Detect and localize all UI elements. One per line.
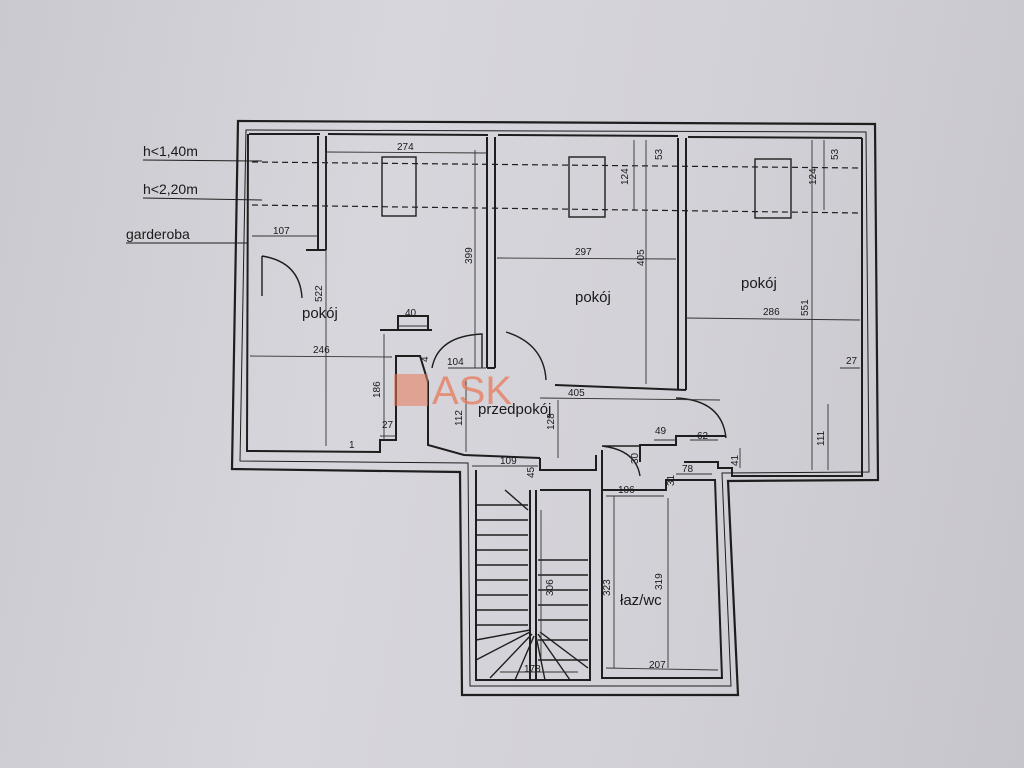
legend-height-220: h<2,20m bbox=[143, 181, 198, 197]
dim-53-mid: 53 bbox=[654, 148, 665, 160]
dim-522: 522 bbox=[314, 285, 325, 302]
dim-30: 30 bbox=[630, 452, 641, 464]
doors bbox=[261, 255, 727, 477]
stairs bbox=[475, 489, 589, 681]
dim-106: 106 bbox=[618, 485, 635, 496]
dim-112: 112 bbox=[454, 410, 465, 426]
dim-27-right: 27 bbox=[846, 356, 858, 367]
dim-109: 109 bbox=[500, 456, 517, 467]
dim-107: 107 bbox=[273, 226, 290, 237]
dim-62: 62 bbox=[697, 431, 709, 442]
dim-1: 1 bbox=[349, 440, 355, 451]
dim-399: 399 bbox=[464, 247, 475, 264]
dim-323: 323 bbox=[602, 579, 613, 596]
skylight-mid bbox=[568, 156, 606, 218]
dim-124-right: 124 bbox=[808, 168, 819, 185]
dim-31: 31 bbox=[666, 474, 677, 486]
dim-49: 49 bbox=[655, 426, 667, 437]
dim-207: 207 bbox=[649, 660, 666, 671]
dim-297: 297 bbox=[575, 247, 592, 258]
legend-height-140: h<1,40m bbox=[143, 143, 198, 159]
dim-246: 246 bbox=[313, 345, 330, 356]
dim-53-right: 53 bbox=[830, 148, 841, 160]
room-label-lazienka: łaz/wc bbox=[620, 592, 662, 609]
room-label-pokoj-right: pokój bbox=[741, 275, 777, 292]
dim-45: 45 bbox=[526, 466, 537, 478]
dim-551: 551 bbox=[800, 299, 811, 316]
room-label-przedpokoj: przedpokój bbox=[478, 401, 551, 418]
legend-lines bbox=[126, 159, 263, 244]
dim-41: 41 bbox=[730, 454, 741, 466]
height-lines bbox=[251, 161, 861, 214]
dim-104: 104 bbox=[447, 357, 464, 368]
skylight-left bbox=[381, 156, 417, 217]
dim-178: 178 bbox=[524, 664, 541, 675]
dim-4: 4 bbox=[420, 356, 431, 362]
dim-124-mid: 124 bbox=[620, 168, 631, 185]
dim-306: 306 bbox=[545, 579, 556, 596]
room-label-pokoj-left: pokój bbox=[302, 305, 338, 322]
dim-111: 111 bbox=[816, 430, 827, 446]
watermark-text: ASK bbox=[432, 369, 512, 413]
inner-walls bbox=[245, 133, 863, 681]
watermark-logo: ASK bbox=[394, 369, 512, 413]
skylights bbox=[381, 156, 792, 219]
dim-40: 40 bbox=[405, 308, 417, 319]
outer-walls bbox=[230, 119, 880, 697]
legend-garderoba: garderoba bbox=[126, 226, 190, 242]
watermark-house-icon bbox=[394, 374, 428, 406]
dimension-lines bbox=[249, 140, 861, 673]
dim-319: 319 bbox=[654, 573, 665, 590]
dim-405-hall: 405 bbox=[568, 388, 585, 399]
room-label-pokoj-mid: pokój bbox=[575, 289, 611, 306]
dim-286: 286 bbox=[763, 307, 780, 318]
dim-128: 128 bbox=[546, 413, 557, 430]
dim-274: 274 bbox=[397, 142, 414, 153]
skylight-right bbox=[754, 158, 792, 219]
dim-405-mid: 405 bbox=[636, 249, 647, 266]
dim-186: 186 bbox=[372, 381, 383, 398]
dim-27-left: 27 bbox=[382, 420, 394, 431]
dim-78: 78 bbox=[682, 464, 694, 475]
